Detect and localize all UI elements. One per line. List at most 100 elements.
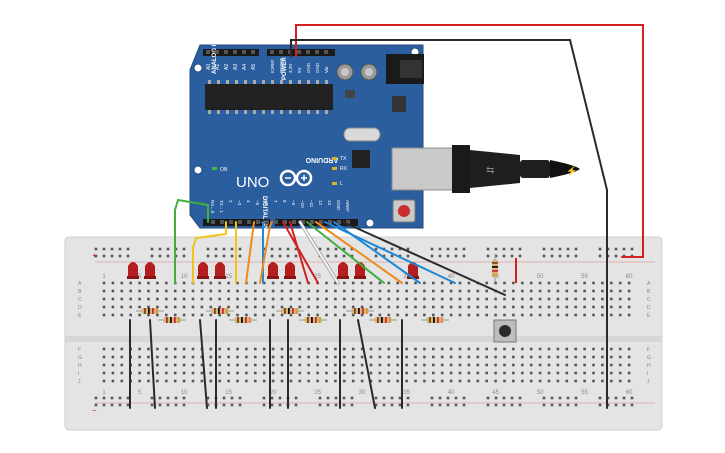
breadboard-hole bbox=[565, 371, 569, 375]
breadboard-hole bbox=[494, 363, 497, 367]
breadboard-hole bbox=[325, 371, 328, 375]
breadboard-hole bbox=[529, 305, 533, 309]
breadboard-hole bbox=[236, 371, 239, 375]
breadboard-hole bbox=[521, 355, 524, 359]
resistor bbox=[229, 317, 257, 323]
breadboard-hole bbox=[485, 305, 488, 309]
led bbox=[337, 262, 349, 279]
breadboard-hole bbox=[556, 363, 560, 367]
breadboard-hole bbox=[120, 281, 124, 285]
breadboard-hole bbox=[432, 297, 435, 301]
breadboard-hole bbox=[218, 371, 221, 375]
breadboard-hole bbox=[289, 371, 293, 375]
breadboard-hole bbox=[610, 347, 613, 351]
breadboard-hole bbox=[262, 281, 266, 285]
breadboard-hole bbox=[191, 363, 195, 367]
breadboard-hole bbox=[280, 313, 284, 317]
rail-hole bbox=[454, 247, 458, 251]
breadboard-hole bbox=[236, 297, 239, 301]
breadboard-hole bbox=[111, 379, 115, 383]
breadboard-hole bbox=[254, 313, 257, 317]
breadboard-hole bbox=[316, 363, 319, 367]
breadboard-hole bbox=[503, 281, 506, 285]
breadboard-hole bbox=[360, 297, 364, 301]
breadboard-hole bbox=[405, 289, 408, 293]
digital-pin-label: ~10 bbox=[300, 200, 305, 208]
rail-hole bbox=[550, 403, 554, 407]
breadboard-hole bbox=[173, 297, 177, 301]
breadboard-hole bbox=[343, 297, 346, 301]
breadboard-hole bbox=[191, 347, 195, 351]
push-button[interactable] bbox=[493, 319, 517, 343]
breadboard-hole bbox=[458, 379, 462, 383]
breadboard-hole bbox=[538, 363, 542, 367]
breadboard-hole bbox=[440, 363, 444, 367]
breadboard-hole bbox=[449, 281, 453, 285]
breadboard-hole bbox=[521, 305, 524, 309]
wire-orange bbox=[259, 221, 273, 284]
analog-pin-label: A2 bbox=[224, 64, 230, 70]
rail-hole bbox=[206, 403, 210, 407]
breadboard-hole bbox=[423, 305, 426, 309]
breadboard-hole bbox=[467, 355, 471, 359]
row-letter: A bbox=[647, 281, 651, 287]
digital-pin-label: 2 bbox=[228, 200, 233, 203]
breadboard-hole bbox=[458, 289, 462, 293]
rail-hole bbox=[294, 403, 298, 407]
breadboard-hole bbox=[129, 281, 132, 285]
digital-pin-label: ~3 bbox=[237, 200, 242, 206]
breadboard-hole bbox=[227, 281, 230, 285]
rail-hole bbox=[166, 403, 170, 407]
breadboard-hole bbox=[254, 347, 257, 351]
rail-hole bbox=[166, 254, 170, 258]
breadboard-hole bbox=[165, 347, 168, 351]
rail-hole bbox=[326, 247, 330, 251]
breadboard-hole bbox=[289, 297, 293, 301]
breadboard-hole bbox=[182, 297, 186, 301]
rail-hole bbox=[454, 254, 458, 258]
rail-hole bbox=[102, 254, 106, 258]
rail-hole bbox=[318, 396, 322, 400]
rail-hole bbox=[158, 403, 162, 407]
breadboard-hole bbox=[432, 371, 435, 375]
breadboard-hole bbox=[449, 289, 453, 293]
breadboard-hole bbox=[147, 305, 150, 309]
breadboard-hole bbox=[529, 363, 533, 367]
breadboard-hole bbox=[298, 363, 302, 367]
column-number: 15 bbox=[225, 390, 232, 396]
breadboard-hole bbox=[218, 305, 221, 309]
breadboard-hole bbox=[138, 347, 141, 351]
breadboard-hole bbox=[414, 281, 417, 285]
breadboard-hole bbox=[173, 347, 177, 351]
breadboard-hole bbox=[369, 379, 373, 383]
leds bbox=[127, 262, 419, 279]
rail-hole bbox=[334, 403, 338, 407]
breadboard-hole bbox=[120, 313, 124, 317]
breadboard-hole bbox=[307, 371, 310, 375]
breadboard-hole bbox=[396, 281, 399, 285]
row-letter: J bbox=[78, 379, 81, 385]
breadboard-hole bbox=[618, 363, 622, 367]
rail-hole bbox=[542, 396, 546, 400]
breadboard-hole bbox=[280, 379, 284, 383]
breadboard-hole bbox=[476, 363, 480, 367]
breadboard-hole bbox=[440, 305, 444, 309]
led bbox=[214, 262, 226, 279]
breadboard-hole bbox=[414, 297, 417, 301]
resistor bbox=[492, 254, 498, 282]
breadboard-hole bbox=[351, 297, 355, 301]
rail-hole bbox=[206, 247, 210, 251]
breadboard-hole bbox=[173, 371, 177, 375]
breadboard-hole bbox=[200, 305, 204, 309]
led bbox=[127, 262, 139, 279]
column-number: 60 bbox=[626, 390, 633, 396]
rail-hole bbox=[518, 396, 522, 400]
breadboard-hole bbox=[503, 289, 506, 293]
rail-hole bbox=[462, 254, 466, 258]
breadboard-hole bbox=[298, 289, 302, 293]
rail-hole bbox=[342, 396, 346, 400]
